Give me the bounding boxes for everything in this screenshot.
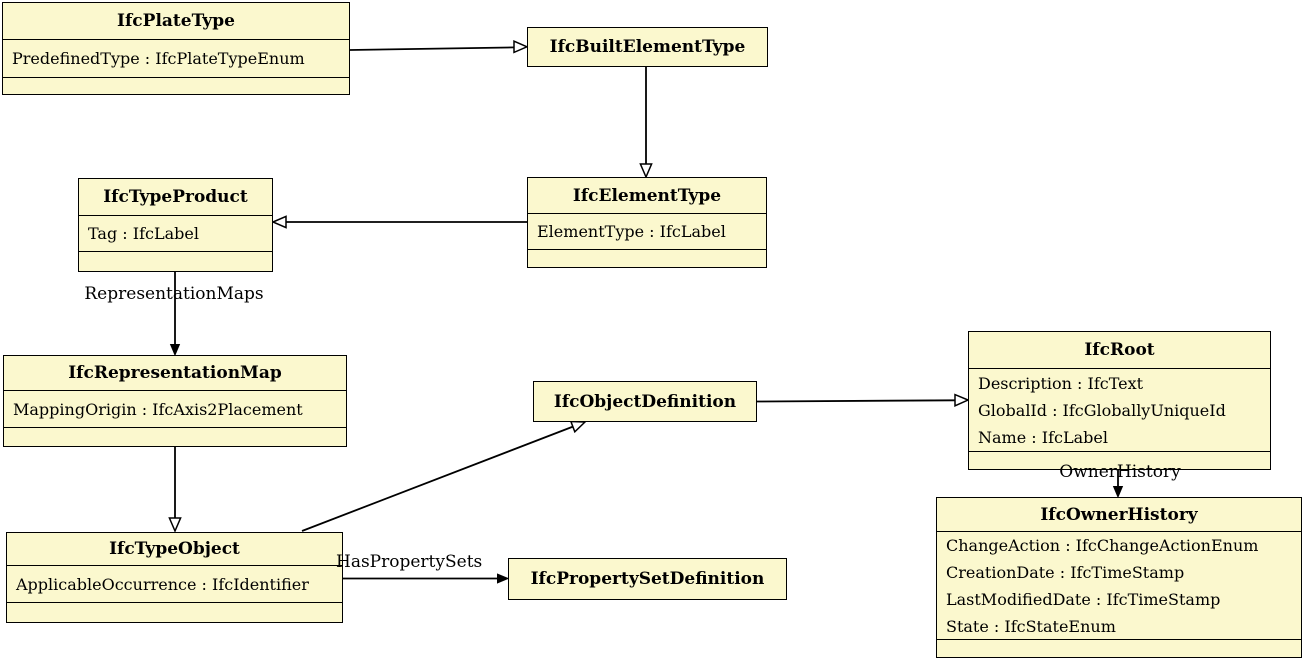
attribute: ElementType : IfcLabel — [537, 222, 726, 241]
operations-compartment — [4, 428, 346, 446]
class-ifcpropertysetdefinition: IfcPropertySetDefinition — [508, 558, 787, 600]
attributes-compartment: ApplicableOccurrence : IfcIdentifier — [7, 565, 342, 603]
filled-arrowhead — [1112, 486, 1124, 499]
class-ifcownerhistory: IfcOwnerHistory ChangeAction : IfcChange… — [936, 497, 1302, 658]
attributes-compartment: ElementType : IfcLabel — [528, 213, 766, 250]
attribute: Tag : IfcLabel — [88, 224, 199, 243]
edge-label-representationmaps: RepresentationMaps — [84, 284, 264, 304]
class-title: IfcTypeObject — [109, 539, 240, 559]
class-ifctypeproduct: IfcTypeProduct Tag : IfcLabel — [78, 178, 273, 272]
open-triangle-arrowhead — [513, 40, 529, 54]
class-title: IfcRoot — [1084, 340, 1155, 360]
operations-compartment — [7, 603, 342, 622]
class-title: IfcOwnerHistory — [1040, 504, 1198, 525]
class-ifcroot: IfcRoot Description : IfcText GlobalId :… — [968, 331, 1271, 470]
operations-compartment — [937, 640, 1301, 657]
operations-compartment — [79, 252, 272, 271]
class-title: IfcTypeProduct — [103, 187, 248, 207]
attributes-compartment: ChangeAction : IfcChangeActionEnum Creat… — [937, 531, 1301, 640]
class-ifcrepresentationmap: IfcRepresentationMap MappingOrigin : Ifc… — [3, 355, 347, 447]
attribute: LastModifiedDate : IfcTimeStamp — [946, 589, 1221, 609]
class-ifcplatetype: IfcPlateType PredefinedType : IfcPlateTy… — [2, 2, 350, 95]
attributes-compartment: MappingOrigin : IfcAxis2Placement — [4, 390, 346, 428]
open-triangle-arrowhead — [271, 215, 287, 229]
operations-compartment — [528, 250, 766, 267]
class-ifcelementtype: IfcElementType ElementType : IfcLabel — [527, 177, 767, 268]
attribute: Name : IfcLabel — [978, 427, 1108, 447]
filled-arrowhead — [497, 573, 510, 584]
attribute: Description : IfcText — [978, 373, 1144, 393]
attribute: GlobalId : IfcGloballyUniqueId — [978, 400, 1226, 420]
edge-label-haspropertysets: HasPropertySets — [336, 552, 483, 572]
attribute: ChangeAction : IfcChangeActionEnum — [946, 535, 1259, 555]
class-title: IfcPropertySetDefinition — [530, 569, 765, 589]
class-title: IfcObjectDefinition — [553, 391, 737, 412]
attribute: PredefinedType : IfcPlateTypeEnum — [12, 49, 305, 68]
open-triangle-arrowhead — [639, 163, 653, 179]
class-ifcbuiltelementtype: IfcBuiltElementType — [527, 27, 768, 67]
open-triangle-arrowhead — [168, 517, 182, 533]
attribute: MappingOrigin : IfcAxis2Placement — [13, 399, 303, 419]
class-title: IfcRepresentationMap — [68, 363, 282, 383]
attributes-compartment: Description : IfcText GlobalId : IfcGlob… — [969, 368, 1270, 452]
class-title: IfcPlateType — [117, 11, 235, 31]
attributes-compartment: PredefinedType : IfcPlateTypeEnum — [3, 39, 349, 78]
attributes-compartment: Tag : IfcLabel — [79, 215, 272, 252]
open-triangle-arrowhead — [569, 420, 587, 434]
attribute: ApplicableOccurrence : IfcIdentifier — [16, 574, 309, 594]
edge-label-ownerhistory: OwnerHistory — [1059, 462, 1181, 482]
filled-arrowhead — [169, 344, 181, 357]
attribute: State : IfcStateEnum — [946, 616, 1116, 636]
operations-compartment — [3, 78, 349, 94]
class-title: IfcElementType — [572, 185, 722, 206]
class-ifctypeobject: IfcTypeObject ApplicableOccurrence : Ifc… — [6, 532, 343, 623]
attribute: CreationDate : IfcTimeStamp — [946, 562, 1185, 582]
class-title: IfcBuiltElementType — [549, 37, 746, 57]
class-ifcobjectdefinition: IfcObjectDefinition — [533, 381, 757, 422]
open-triangle-arrowhead — [954, 393, 970, 407]
